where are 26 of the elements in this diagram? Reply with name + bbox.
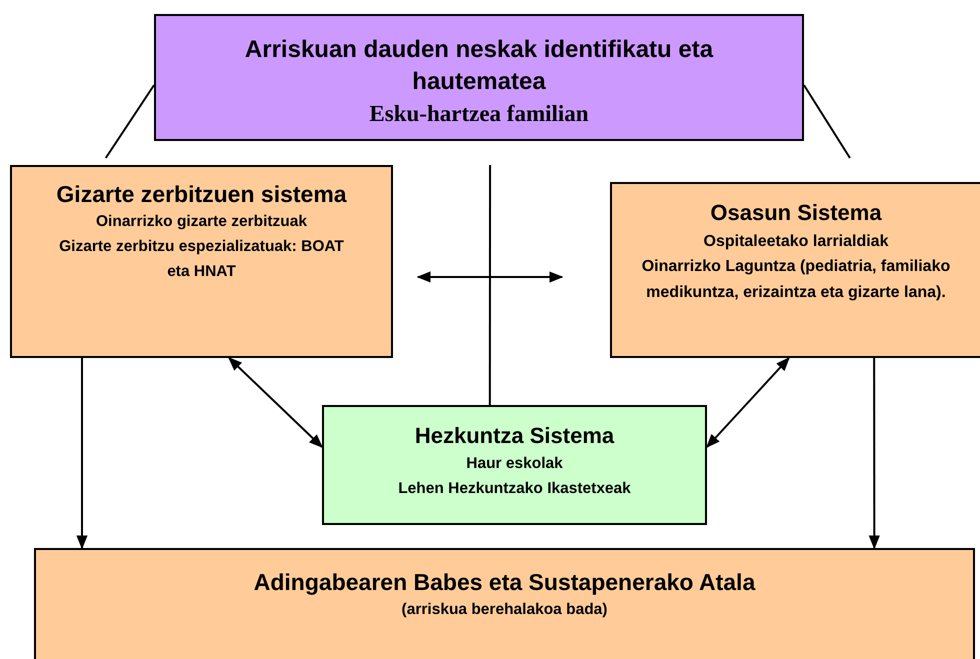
- arrow: [868, 358, 880, 550]
- node-text: Lehen Hezkuntzako Ikastetxeak: [398, 478, 631, 499]
- node-text: Oinarrizko Laguntza (pediatria, familiako medikuntza, erizaintza eta gizarte lana).: [640, 257, 952, 303]
- process-box: [154, 14, 804, 141]
- node-text: Esku-hartzea familian: [369, 100, 589, 128]
- process-box: [10, 165, 393, 358]
- connector-line: [488, 165, 492, 405]
- node-title: Adingabearen Babes eta Sustapenerako Atala: [254, 568, 756, 597]
- node-title: Hezkuntza Sistema: [414, 422, 614, 450]
- arrow: [706, 356, 790, 448]
- node-title: Gizarte zerbitzuen sistema: [56, 180, 347, 209]
- arrow: [76, 358, 88, 550]
- connector-line: [104, 84, 155, 159]
- arrow: [228, 357, 323, 448]
- node-title: Arriskuan dauden neskak identifikatu eta hautematea: [244, 35, 714, 98]
- node-text: Ospitaleetako larrialdiak: [704, 232, 888, 252]
- node-text: Gizarte zerbitzu espezializatuak: BOAT eta HNAT: [58, 236, 345, 282]
- process-box: [610, 182, 980, 358]
- node-text: Oinarrizko gizarte zerbitzuak: [96, 212, 308, 232]
- process-box: [34, 548, 975, 659]
- node-title: Osasun Sistema: [710, 199, 882, 227]
- process-box: [322, 405, 707, 525]
- node-text: Haur eskolak: [466, 454, 563, 474]
- node-text: (arriskua berehalakoa bada): [402, 600, 608, 620]
- arrow: [416, 271, 564, 283]
- connector-line: [803, 84, 851, 159]
